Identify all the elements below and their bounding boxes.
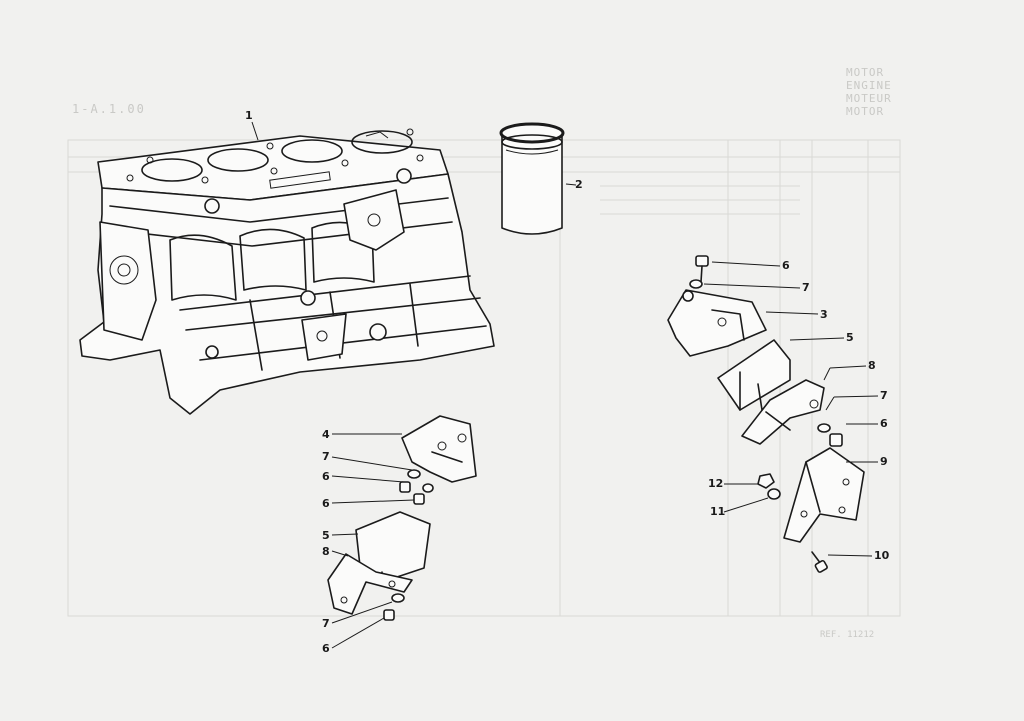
callout-7-top-right: 7	[802, 281, 810, 294]
footer-ref: REF. 11212	[820, 630, 875, 640]
callout-6-left-b: 6	[322, 497, 330, 510]
right-mount-assembly	[667, 255, 865, 573]
sheet-ref-code: 1-A.1.00	[72, 102, 146, 116]
language-line-2: ENGINE	[846, 79, 892, 92]
callout-7-mid-right: 7	[880, 389, 888, 402]
leader-lines	[251, 121, 879, 649]
callout-6-bottom: 6	[322, 642, 330, 655]
language-line-3: MOTEUR	[846, 92, 892, 105]
left-mount-assembly	[327, 415, 477, 621]
callout-11: 11	[710, 505, 726, 518]
callout-7-bottom: 7	[322, 617, 330, 630]
callout-7-left: 7	[322, 450, 330, 463]
engine-block	[79, 128, 495, 415]
callout-1: 1	[245, 109, 253, 122]
language-line-4: MOTOR	[846, 105, 885, 118]
callout-6-left-a: 6	[322, 470, 330, 483]
callout-5-left: 5	[322, 529, 330, 542]
callout-4: 4	[322, 428, 330, 441]
callout-12: 12	[708, 477, 724, 490]
callout-8-right: 8	[868, 359, 876, 372]
language-line-1: MOTOR	[846, 66, 885, 79]
callout-5-right: 5	[846, 331, 854, 344]
callout-3: 3	[820, 308, 828, 321]
callout-10: 10	[874, 549, 890, 562]
callout-9: 9	[880, 455, 888, 468]
callout-8-left: 8	[322, 545, 330, 558]
callout-6-top-right: 6	[782, 259, 790, 272]
callout-2: 2	[575, 178, 583, 191]
callout-6-mid-right: 6	[880, 417, 888, 430]
cylinder-liner	[499, 122, 565, 235]
